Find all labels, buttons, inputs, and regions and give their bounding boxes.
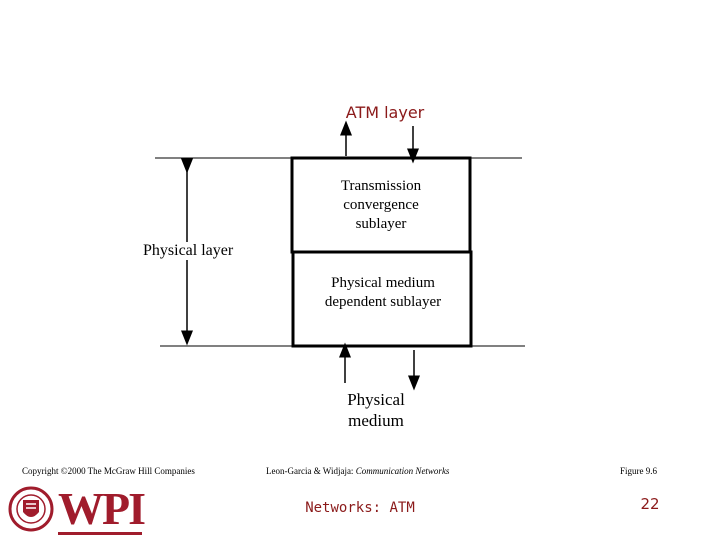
page-number: 22 — [640, 495, 660, 513]
physical-medium-label: Physical medium — [316, 389, 436, 431]
tc-sublayer-label: Transmission convergence sublayer — [292, 177, 470, 234]
atm-layer-label: ATM layer — [345, 103, 425, 122]
pmd-sublayer-line-1: Physical medium — [331, 275, 435, 291]
tc-sublayer-line-3: sublayer — [355, 216, 407, 232]
pmd-sublayer-box — [291, 250, 473, 348]
citation-text: Leon-Garcia & Widjaja: Communication Net… — [266, 466, 449, 476]
citation-title: Communication Networks — [355, 466, 450, 476]
pmd-sublayer-line-2: dependent sublayer — [324, 294, 442, 310]
physical-medium-line-1: Physical — [347, 390, 405, 409]
citation-authors: Leon-Garcia & Widjaja: — [266, 466, 354, 476]
course-title: Networks: ATM — [305, 500, 415, 516]
figure-number: Figure 9.6 — [620, 466, 657, 476]
wpi-seal-icon — [8, 486, 54, 532]
tc-sublayer-line-1: Transmission — [340, 178, 422, 194]
wpi-logo-underline — [58, 532, 142, 535]
pmd-sublayer-label: Physical medium dependent sublayer — [294, 274, 472, 312]
tc-sublayer-line-2: convergence — [343, 197, 419, 213]
physical-medium-line-2: medium — [348, 411, 404, 430]
copyright-text: Copyright ©2000 The McGraw Hill Companie… — [22, 466, 195, 476]
physical-layer-label: Physical layer — [143, 242, 238, 260]
wpi-logo: WPI — [58, 483, 146, 534]
